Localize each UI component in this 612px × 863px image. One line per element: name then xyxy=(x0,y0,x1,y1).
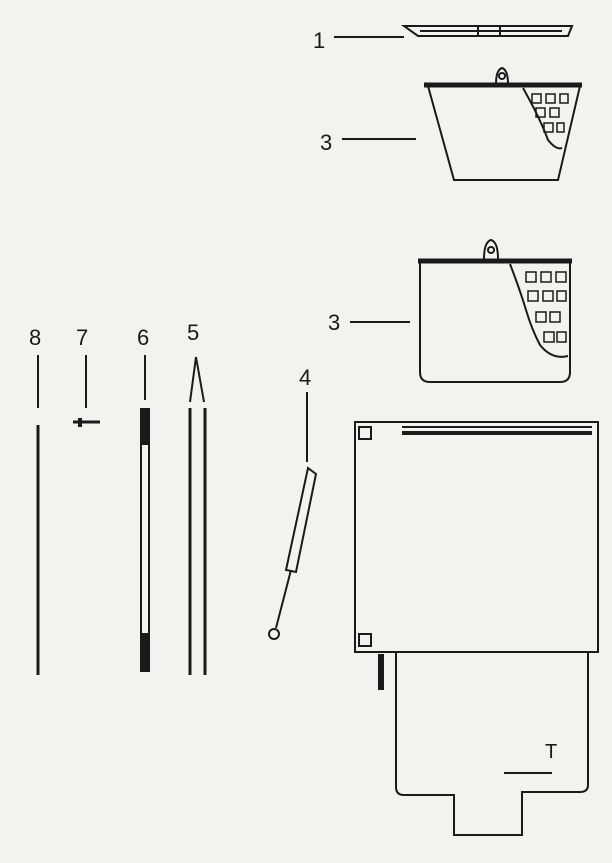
label-part-8: 8 xyxy=(29,325,41,350)
label-part-3-mid: 3 xyxy=(328,310,340,335)
part-7-pin: 7 xyxy=(73,325,100,427)
mesh-pattern xyxy=(531,93,569,133)
part-3-square-basket: 3 xyxy=(328,238,572,383)
main-housing: T xyxy=(354,421,599,836)
mesh-pattern-2 xyxy=(525,271,567,343)
part-4-lever-arm: 4 xyxy=(268,365,318,640)
part-5-rod-pair: 5 xyxy=(187,320,207,675)
label-part-6: 6 xyxy=(137,325,149,350)
part-1-lid: 1 xyxy=(313,25,574,53)
marker-t: T xyxy=(545,741,557,763)
part-6-threaded-rod: 6 xyxy=(137,325,150,672)
label-part-5: 5 xyxy=(187,320,199,345)
part-3-tapered-basket: 3 xyxy=(320,66,582,181)
label-part-1: 1 xyxy=(313,28,325,53)
label-part-7: 7 xyxy=(76,325,88,350)
part-8-rod: 8 xyxy=(29,325,41,675)
label-part-4: 4 xyxy=(299,365,311,390)
label-part-3-top: 3 xyxy=(320,130,332,155)
